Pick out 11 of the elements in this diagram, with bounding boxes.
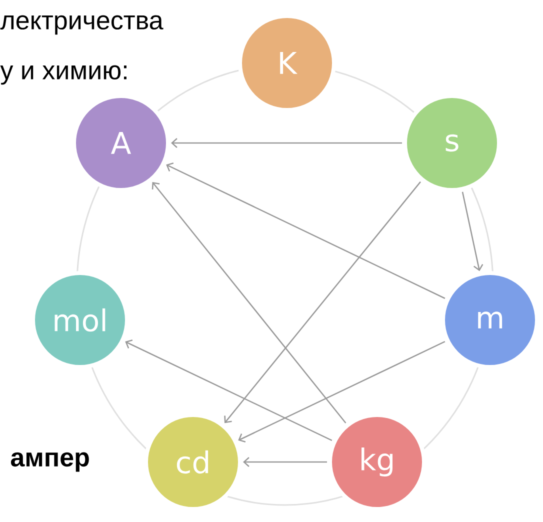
arrow bbox=[125, 339, 332, 442]
arrow bbox=[171, 138, 402, 148]
arrow bbox=[238, 340, 446, 443]
arrow bbox=[166, 162, 446, 299]
arrow bbox=[243, 457, 327, 467]
label-text: лектричества bbox=[0, 15, 164, 35]
arrow bbox=[224, 181, 421, 424]
arrow bbox=[462, 192, 484, 272]
arrow bbox=[152, 182, 346, 424]
label-text: у и химию: bbox=[0, 65, 126, 85]
label-text: ампер bbox=[10, 452, 89, 472]
